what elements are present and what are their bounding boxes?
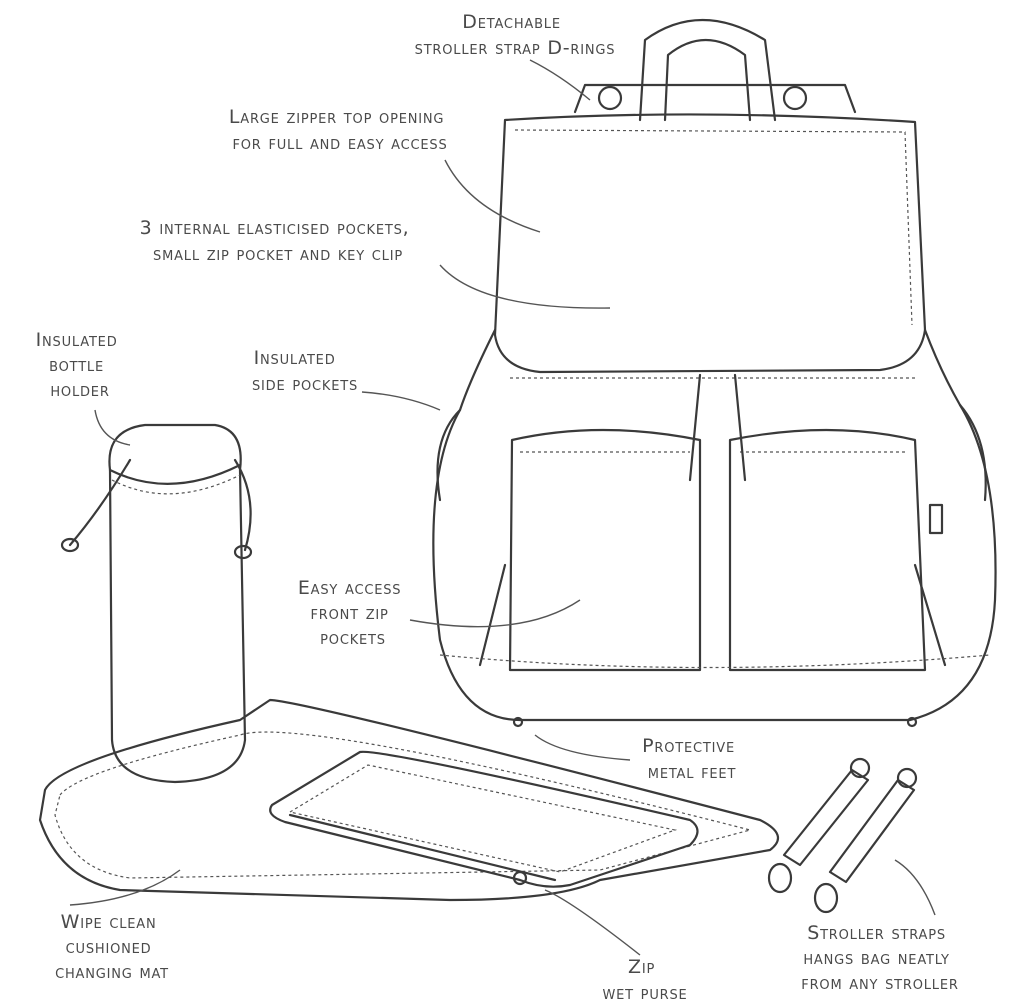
label-front-pockets: Easy access front zip pockets bbox=[298, 577, 408, 649]
label-changing-mat: Wipe clean cushioned changing mat bbox=[55, 911, 169, 983]
stroller-straps bbox=[767, 757, 918, 914]
label-wet-purse: Zip wet purse bbox=[602, 956, 687, 1004]
label-top-opening: Large zipper top opening for full and ea… bbox=[229, 106, 451, 154]
changing-mat bbox=[38, 698, 780, 902]
label-metal-feet: Protective metal feet bbox=[642, 735, 742, 783]
label-side-pockets: Insulated side pockets bbox=[252, 347, 358, 395]
backpack bbox=[432, 18, 997, 728]
label-d-rings: Detachable stroller strap D-rings bbox=[415, 11, 616, 59]
label-internal-pockets: 3 internal elasticised pockets, small zi… bbox=[140, 217, 417, 265]
bottle-holder bbox=[60, 423, 253, 784]
callout-arrows bbox=[69, 59, 936, 956]
label-bottle-holder: Insulated bottle holder bbox=[36, 329, 125, 401]
label-stroller-straps: Stroller straps hangs bag neatly from an… bbox=[801, 922, 958, 994]
wet-purse bbox=[269, 750, 699, 888]
